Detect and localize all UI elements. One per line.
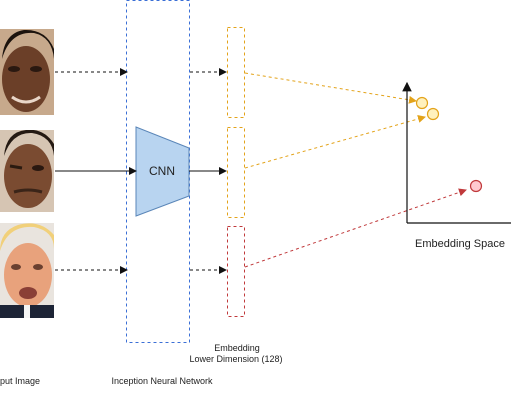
- embedding-bar-1: [227, 27, 245, 118]
- embedding-point-orange-2: [426, 107, 440, 121]
- face-photo-3: [0, 223, 54, 318]
- projection-arrow-1: [244, 72, 417, 104]
- cnn-block: [135, 126, 190, 217]
- embedding-label-line1: Embedding: [214, 343, 260, 353]
- embedding-space-label: Embedding Space: [415, 238, 505, 250]
- projection-arrow-2: [244, 115, 426, 169]
- cnn-label: CNN: [149, 164, 175, 178]
- embedding-label-line2: Lower Dimension (128): [189, 354, 282, 364]
- embedding-bar-2: [227, 127, 245, 218]
- embedding-point-red: [469, 179, 483, 193]
- face-photo-1: [0, 29, 54, 115]
- projection-arrow-3: [244, 188, 467, 268]
- embedding-bar-3: [227, 226, 245, 317]
- input-image-label: put Image: [0, 376, 40, 386]
- face-photo-2: [0, 130, 54, 212]
- embedding-point-orange-1: [415, 96, 429, 110]
- network-label: Inception Neural Network: [111, 376, 213, 386]
